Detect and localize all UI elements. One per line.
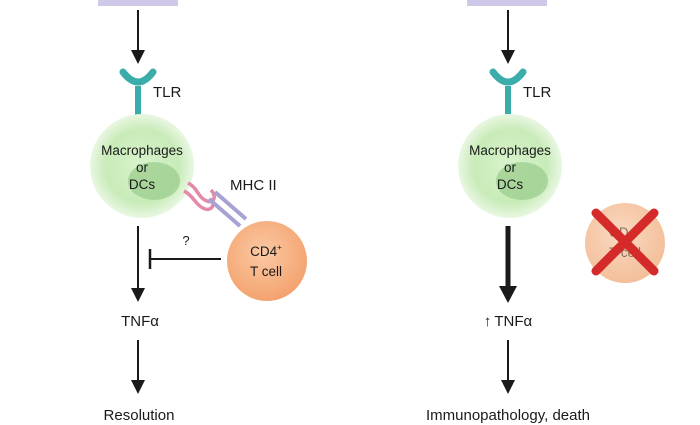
cell-label-line-1: Macrophages: [101, 143, 183, 158]
cd4-t-cell: [227, 221, 307, 301]
tlr-label-right: TLR: [523, 84, 552, 101]
cell-label-right-line-1: Macrophages: [469, 143, 551, 158]
myeloid-cell: [90, 114, 194, 218]
outcome-resolution-label: Resolution: [104, 407, 175, 424]
mhc-ii-complex: [183, 181, 248, 228]
myeloid-nucleus-right: [496, 162, 548, 200]
inhibition-question-mark: ?: [182, 233, 189, 248]
arrow-tnf-to-outcome-right: [501, 340, 515, 394]
myeloid-nucleus: [128, 162, 180, 200]
tnf-alpha-label: TNFα: [121, 313, 159, 330]
tcell-label-line-2: T cell: [250, 264, 282, 279]
arrow-ligand-to-tlr-right: [501, 10, 515, 64]
ligand-box: [98, 0, 178, 6]
inhibition-connector: [148, 249, 221, 269]
ligand-box-right: [467, 0, 547, 6]
tlr-label: TLR: [153, 84, 182, 101]
cell-label-right-line-3: DCs: [497, 177, 523, 192]
tnf-alpha-increased-label: ↑TNFα: [484, 313, 533, 330]
cell-label-line-3: DCs: [129, 177, 155, 192]
thick-arrow-cell-to-tnf: [499, 226, 517, 303]
cell-label-right-line-2: or: [504, 160, 517, 175]
outcome-immunopathology-label: Immunopathology, death: [426, 407, 590, 424]
arrow-ligand-to-tlr: [131, 10, 145, 64]
arrow-cell-to-tnf: [131, 226, 145, 302]
cell-label-line-2: or: [136, 160, 149, 175]
tcell-label: CD4+: [250, 243, 282, 259]
arrow-tnf-to-outcome: [131, 340, 145, 394]
cross-out-icon: [591, 208, 659, 276]
myeloid-cell-right: [458, 114, 562, 218]
mhc-ii-label: MHC II: [230, 177, 277, 194]
